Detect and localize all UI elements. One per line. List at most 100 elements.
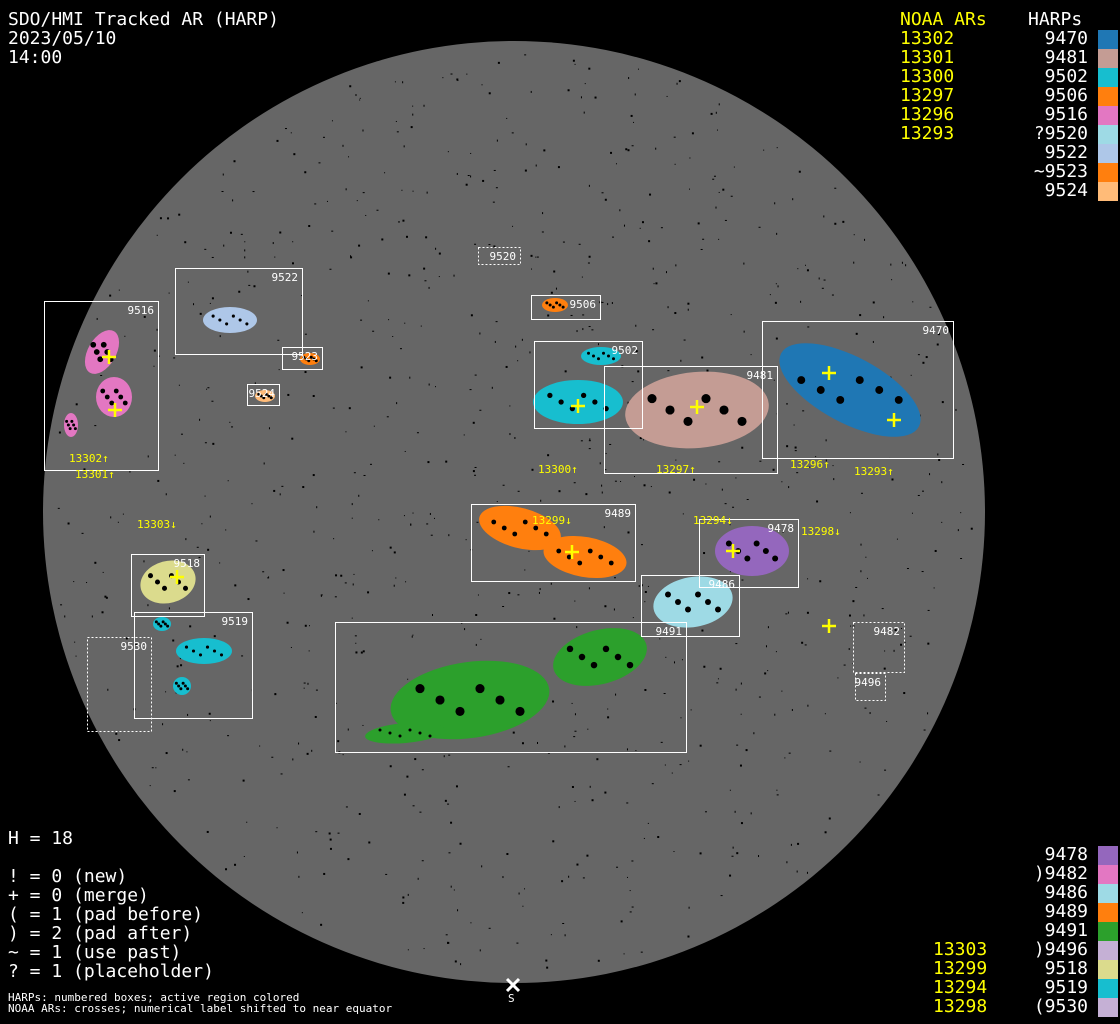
legend-swatch [1098,30,1118,49]
sunspot [772,555,779,562]
sunspot [558,303,562,307]
sunspot [685,606,691,613]
sunspot [93,349,100,355]
noaa-label: 13298↓ [801,525,841,538]
legend-harp: 9489 [1044,901,1088,922]
sunspot [302,355,306,359]
sunspot [211,314,215,318]
legend-noaa: 13298 [933,996,988,1017]
sunspot [501,525,507,531]
date: 2023/05/10 [8,28,117,49]
noaa-label: 13297↑ [656,463,696,476]
sunspot [179,687,183,691]
legend-swatch [1098,125,1118,144]
sunspot [157,622,161,626]
active-region-9516 [96,377,132,417]
active-region-9478 [715,526,789,576]
noaa-label: 13294↓ [693,514,733,527]
noaa-label: 13299↓ [532,514,572,527]
noaa-label: 13303↓ [137,518,177,531]
legend-noaa: 13303 [933,939,988,960]
sunspot [154,579,161,585]
harp-label: 9516 [128,304,155,317]
harp-label: 9478 [768,522,795,535]
noaa-crosses [102,350,901,633]
noaa-label: 13302↑ [69,452,109,465]
sunspot [68,427,72,431]
sunspot [238,318,242,322]
harp-box-9496: 9496 [855,673,886,701]
sunspot [665,405,675,415]
sunspot [257,392,261,396]
active-region-9486 [653,576,733,628]
sunspot [512,531,518,537]
sunspot [147,573,154,579]
sunspot [104,394,110,400]
legend-harp: )9482 [1033,863,1088,884]
active-region-9519 [173,677,191,695]
sunspot [225,322,229,326]
noaa-cross-icon [102,350,116,364]
legend-harp: ?9520 [1033,123,1088,144]
legend-harp: ~9523 [1033,161,1088,182]
harp-box-9522: 9522 [175,268,303,355]
legend-harp: 9522 [1044,142,1088,163]
sunspot [181,681,185,685]
sunspot [715,606,721,613]
sunspot [547,392,553,399]
south-label: S [508,992,515,1005]
sunspot [269,396,273,400]
magnetogram-speckles [57,54,973,969]
harp-box-9506: 9506 [531,295,601,320]
harp-label: 9530 [121,640,148,653]
sunspot [665,591,671,598]
sunspot [245,322,249,326]
sunspot [597,357,600,361]
sunspot [186,687,190,691]
harp-label: 9470 [923,324,950,337]
stat-line: ! = 0 (new) [8,866,128,887]
noaa-cross-icon [887,413,901,427]
sunspot [65,419,69,423]
sunspot [548,303,552,307]
harp-label: 9519 [222,615,249,628]
sunspot [762,548,769,554]
sunspot [543,531,549,537]
legend-noaa: 13293 [900,123,955,144]
legend-harp: )9496 [1033,939,1088,960]
sunspot [100,388,106,394]
sunspot [608,560,614,566]
sunspot [314,359,318,363]
harp-label: 9502 [612,344,639,357]
harp-box-9518: 9518 [131,554,205,617]
legend-swatch [1098,106,1118,125]
time: 14:00 [8,47,63,68]
sunspot [161,585,168,591]
sunspot [705,599,711,605]
legend-swatch [1098,979,1118,998]
sunspot [587,351,590,355]
sunspot [602,645,610,653]
harp-box-9519: 9519 [134,612,253,719]
sunspot [378,728,382,732]
legend-swatch [1098,87,1118,106]
sunspot [855,376,864,385]
sunspot [218,318,222,322]
sunspot [753,540,760,547]
sunspot [262,396,266,400]
sunspot [522,519,528,525]
legend-harp: 9506 [1044,85,1088,106]
sunspot [455,706,465,716]
legend-noaa: 13299 [933,958,988,979]
active-region-9502 [581,347,621,365]
harp-box-9478: 9478 [699,519,799,588]
sunspot [428,734,432,738]
legend-swatch [1098,865,1118,884]
stat-line: ~ = 1 (use past) [8,942,182,963]
sunspot [183,684,187,688]
harp-box-9502: 9502 [534,341,643,429]
legend-harp: 9478 [1044,844,1088,865]
legend-harp: 9481 [1044,47,1088,68]
harp-box-9486: 9486 [641,575,740,637]
sunspot [551,305,555,309]
